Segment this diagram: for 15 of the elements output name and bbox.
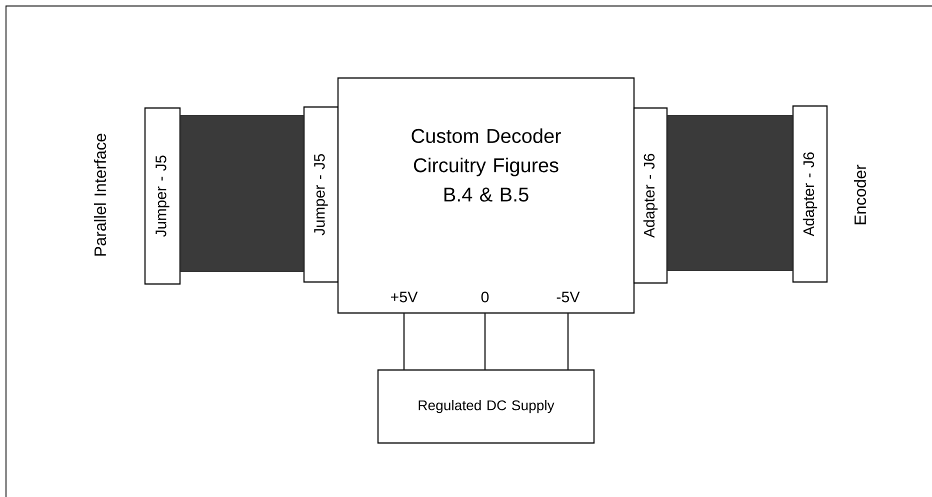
device-label: Parallel Interface (94, 134, 106, 256)
connector-block: Jumper - J5 (303, 106, 339, 283)
voltage-label: 0 (481, 292, 489, 302)
wire (484, 314, 486, 370)
ribbon-cable (180, 115, 304, 272)
voltage-label: -5V (556, 292, 580, 302)
connector-block: Jumper - J5 (144, 107, 181, 285)
voltage-label: +5V (390, 292, 418, 302)
supply-box: Regulated DC Supply (377, 369, 595, 444)
ribbon-cable (668, 115, 792, 271)
device-label: Encoder (854, 164, 866, 224)
connector-block: Adapter - J6 (633, 107, 668, 284)
wire (567, 314, 569, 370)
wire (403, 314, 405, 370)
connector-block: Adapter - J6 (792, 105, 828, 283)
